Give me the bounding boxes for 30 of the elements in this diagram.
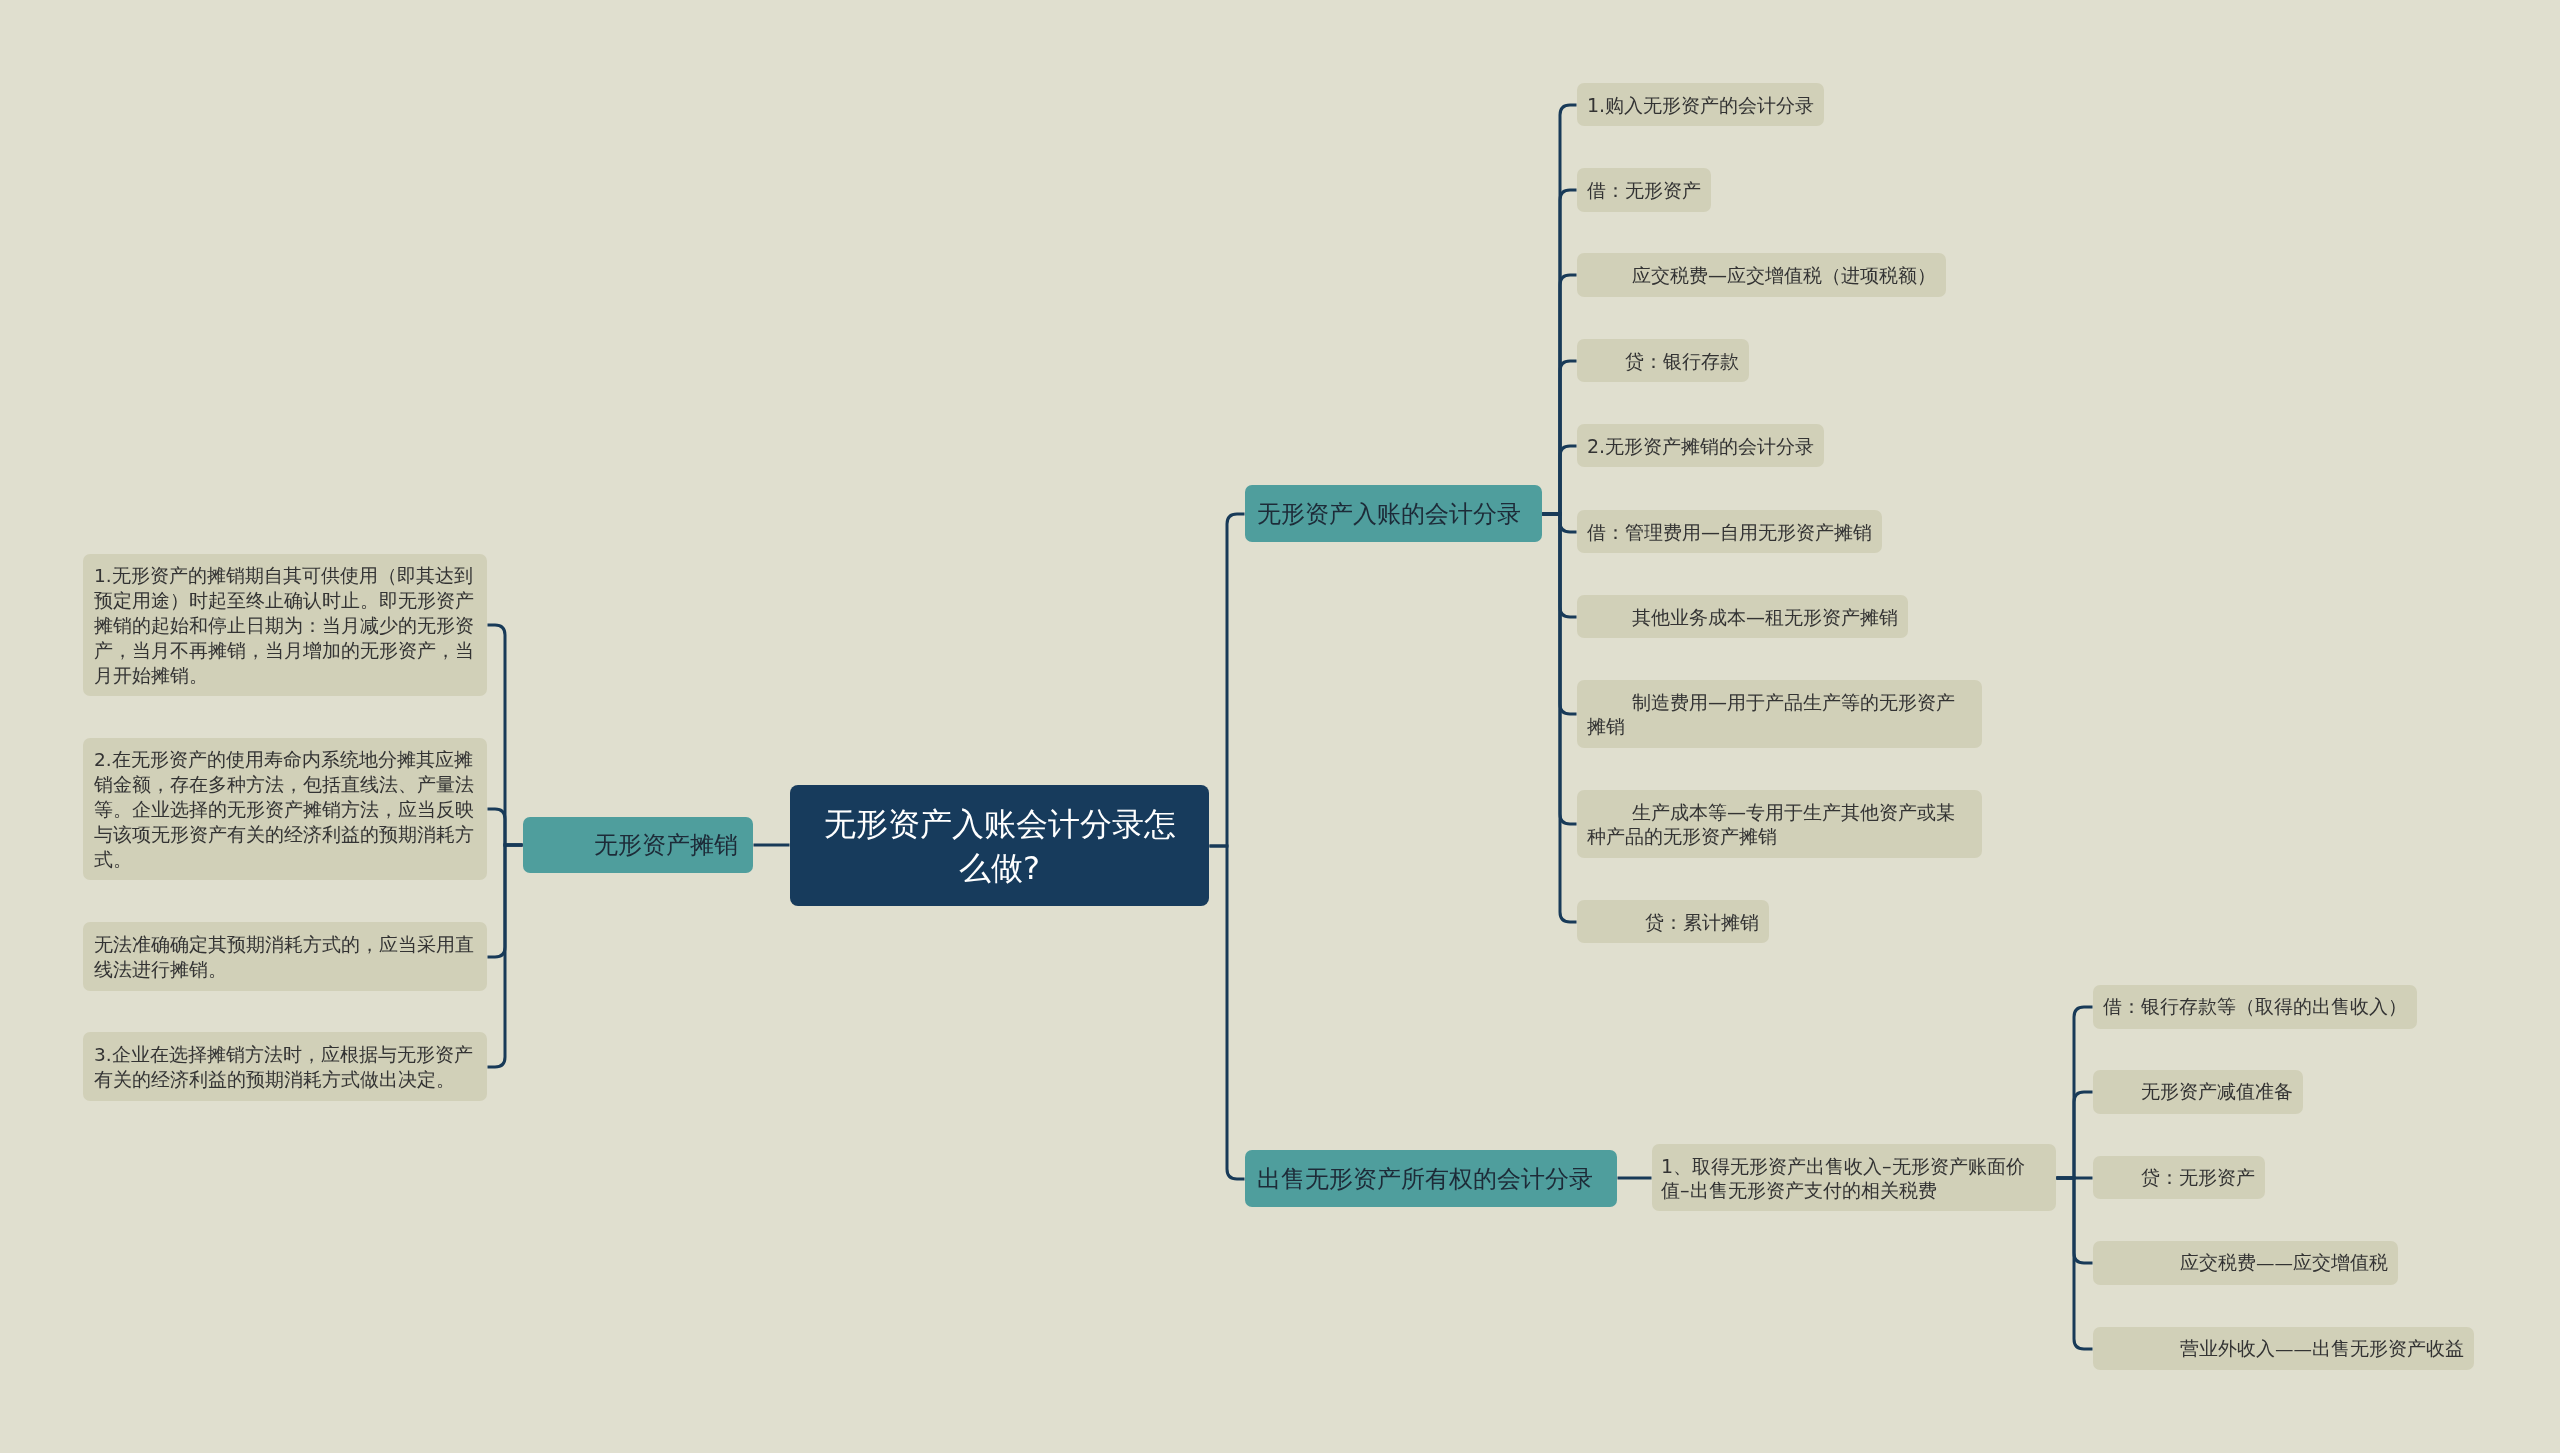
subtopic: 3.企业在选择摊销方法时，应根据与无形资产有关的经济利益的预期消耗方式做出决定。: [83, 1032, 487, 1101]
main-topic: 出售无形资产所有权的会计分录: [1245, 1150, 1617, 1207]
subtopic: 1.无形资产的摊销期自其可供使用（即其达到预定用途）时起至终止确认时止。即无形资产摊销的起始和停止日期为：当月减少的无形资产，当月不再摊销，当月增加的无形资产，当月开始摊销。: [83, 554, 487, 696]
subtopic: 应交税费—应交增值税（进项税额）: [1577, 253, 1946, 297]
subtopic: 生产成本等—专用于生产其他资产或某种产品的无形资产摊销: [1577, 790, 1982, 858]
connector-line: [753, 843, 790, 847]
subtopic: 无形资产减值准备: [2093, 1070, 2303, 1114]
connector-line: [1542, 512, 1577, 924]
connector-line: [1617, 1176, 1652, 1180]
connector-line: [2056, 1176, 2093, 1351]
subtopic: 2.在无形资产的使用寿命内系统地分摊其应摊销金额，存在多种方法，包括直线法、产量法等。企业选择的无形资产摊销方法，应当反映与该项无形资产有关的经济利益的预期消耗方式。: [83, 738, 487, 880]
subtopic: 1.购入无形资产的会计分录: [1577, 83, 1825, 126]
subtopic: 制造费用—用于产品生产等的无形资产摊销: [1577, 680, 1982, 748]
subtopic: 应交税费——应交增值税: [2093, 1241, 2398, 1285]
central-topic: 无形资产入账会计分录怎么做?: [790, 785, 1209, 906]
subtopic: 贷：银行存款: [1577, 339, 1749, 382]
subtopic: 无法准确确定其预期消耗方式的，应当采用直线法进行摊销。: [83, 922, 487, 991]
subtopic: 1、取得无形资产出售收入–无形资产账面价值–出售无形资产支付的相关税费: [1652, 1144, 2056, 1211]
subtopic: 借：管理费用—自用无形资产摊销: [1577, 510, 1882, 553]
subtopic: 贷：无形资产: [2093, 1156, 2265, 1199]
subtopic: 借：银行存款等（取得的出售收入）: [2093, 985, 2417, 1029]
main-topic: 无形资产入账的会计分录: [1245, 485, 1542, 542]
subtopic: 其他业务成本—租无形资产摊销: [1577, 595, 1908, 638]
connector-line: [487, 843, 523, 1069]
subtopic: 借：无形资产: [1577, 168, 1711, 212]
subtopic: 营业外收入——出售无形资产收益: [2093, 1327, 2474, 1370]
subtopic: 2.无形资产摊销的会计分录: [1577, 424, 1825, 467]
main-topic: 无形资产摊销: [523, 817, 753, 873]
subtopic: 贷：累计摊销: [1577, 900, 1769, 943]
connector-line: [1209, 844, 1245, 1181]
